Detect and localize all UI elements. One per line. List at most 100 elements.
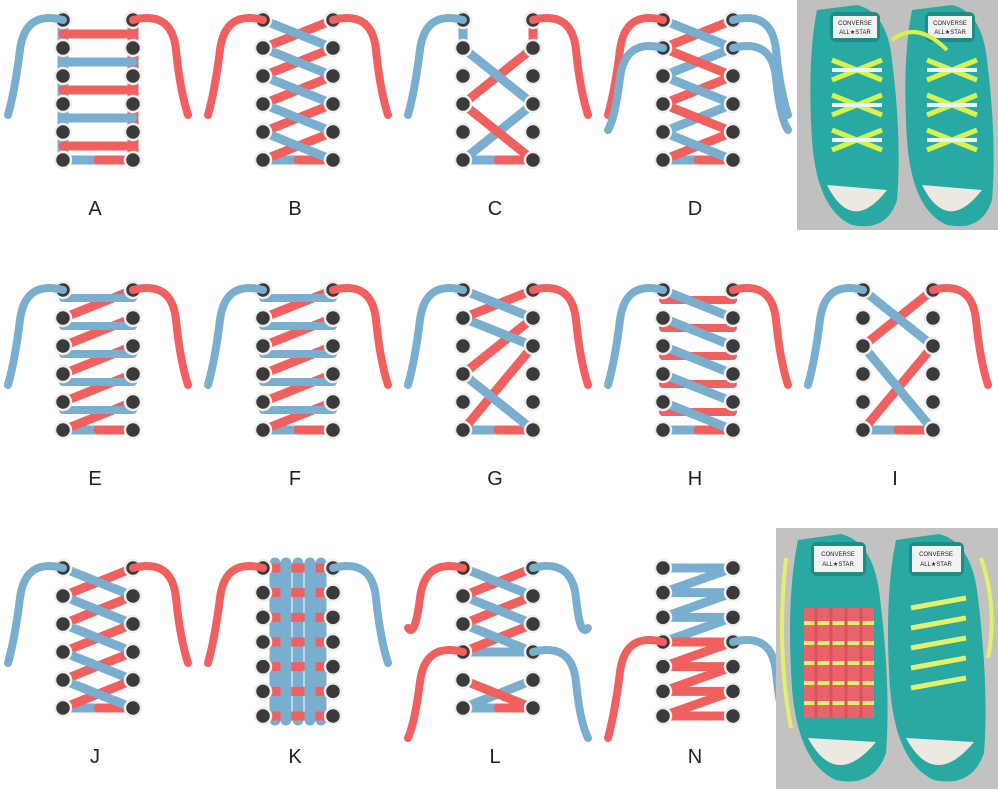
eyelet xyxy=(53,150,73,170)
red-lace-segment xyxy=(458,313,538,379)
eyelet xyxy=(253,308,273,328)
eyelet xyxy=(723,364,743,384)
eyelet xyxy=(253,420,273,440)
red-lace-segment xyxy=(458,99,538,165)
diagram-F: F xyxy=(200,270,392,500)
eyelet xyxy=(453,614,473,634)
eyelet xyxy=(53,66,73,86)
diagram-label: K xyxy=(288,746,302,768)
diagram-K: K xyxy=(200,548,392,778)
lace-tail-right xyxy=(529,14,592,119)
eyelet xyxy=(253,583,273,602)
eyelet xyxy=(453,122,473,142)
blue-lace-segment xyxy=(258,99,338,137)
lace-tail-left xyxy=(4,562,67,667)
eyelet xyxy=(723,336,743,356)
eyelet xyxy=(123,38,143,58)
eyelet xyxy=(323,94,343,114)
eyelet xyxy=(123,122,143,142)
eyelet xyxy=(53,614,73,634)
diagram-D: D xyxy=(600,0,792,230)
lace-tail-left xyxy=(404,562,467,634)
eyelet xyxy=(253,364,273,384)
lacing-diagram-f xyxy=(204,280,392,440)
lacing-diagram-a xyxy=(4,10,192,170)
lace-tail-left xyxy=(204,284,267,389)
lace-tail-right xyxy=(529,562,592,634)
eyelet xyxy=(253,66,273,86)
eyelet xyxy=(923,336,943,356)
eyelet xyxy=(853,336,873,356)
eyelet xyxy=(453,364,473,384)
eyelet xyxy=(723,420,743,440)
eyelet xyxy=(323,583,343,602)
lace-tail-left xyxy=(404,14,467,119)
eyelet xyxy=(523,364,543,384)
eyelet xyxy=(53,122,73,142)
eyelet xyxy=(653,392,673,412)
lacing-diagram-k xyxy=(204,557,392,726)
eyelet xyxy=(323,420,343,440)
eyelet xyxy=(123,642,143,662)
lace-tail-right xyxy=(929,284,992,389)
shoe-tag-subtext: ALL★STAR xyxy=(822,561,854,568)
eyelet xyxy=(653,706,673,726)
eyelet xyxy=(453,150,473,170)
blue-lace-segment xyxy=(658,71,738,109)
eyelet xyxy=(653,682,673,701)
diagram-label: J xyxy=(90,746,100,768)
lace-tail-left xyxy=(4,14,67,119)
lace-tail-left xyxy=(604,636,667,742)
eyelet xyxy=(253,94,273,114)
diagram-J: J xyxy=(0,548,192,778)
sneaker-photo-bottom-image: CONVERSE ALL★STAR CONVERSE ALL★STAR xyxy=(776,528,998,789)
blue-lace-segment xyxy=(458,619,538,657)
red-lace-segment xyxy=(658,43,738,81)
eyelet xyxy=(53,586,73,606)
lace-tail-left xyxy=(404,284,467,389)
eyelet xyxy=(653,364,673,384)
eyelet xyxy=(323,150,343,170)
lace-tail-right xyxy=(729,284,792,389)
blue-lace-segment xyxy=(658,15,738,53)
blue-lace-segment xyxy=(658,341,738,379)
eyelet xyxy=(453,420,473,440)
diagram-label: A xyxy=(88,198,102,220)
shoe-tag-subtext: ALL★STAR xyxy=(934,29,966,36)
eyelet xyxy=(923,392,943,412)
eyelet xyxy=(523,66,543,86)
lace-tail-left xyxy=(204,562,267,667)
lace-tail-left xyxy=(604,14,667,119)
eyelet xyxy=(253,336,273,356)
eyelet xyxy=(53,94,73,114)
eyelet xyxy=(453,66,473,86)
eyelet xyxy=(53,392,73,412)
eyelet xyxy=(923,308,943,328)
lacing-diagram-d xyxy=(604,10,792,170)
eyelet xyxy=(653,558,673,578)
eyelet xyxy=(323,657,343,676)
eyelet xyxy=(723,682,743,701)
eyelet xyxy=(123,698,143,718)
eyelet xyxy=(123,586,143,606)
diagram-label: I xyxy=(892,468,898,490)
diagram-C: C xyxy=(400,0,592,230)
eyelet xyxy=(453,94,473,114)
eyelet xyxy=(723,392,743,412)
diagram-label: D xyxy=(687,198,703,220)
blue-lace-segment xyxy=(658,369,738,407)
eyelet xyxy=(253,657,273,676)
blue-lace-segment xyxy=(58,619,138,657)
blue-lace-segment xyxy=(658,127,738,165)
eyelet xyxy=(323,682,343,701)
eyelet xyxy=(923,420,943,440)
eyelet xyxy=(723,308,743,328)
eyelet xyxy=(253,122,273,142)
diagram-G: G xyxy=(400,270,592,500)
eyelet xyxy=(523,38,543,58)
eyelet xyxy=(323,364,343,384)
lace-tail-right xyxy=(729,42,792,134)
eyelet xyxy=(453,392,473,412)
sneaker-photo-top: CONVERSE ALL★STAR CONVERSE ALL★STAR xyxy=(797,0,998,230)
eyelet xyxy=(323,66,343,86)
